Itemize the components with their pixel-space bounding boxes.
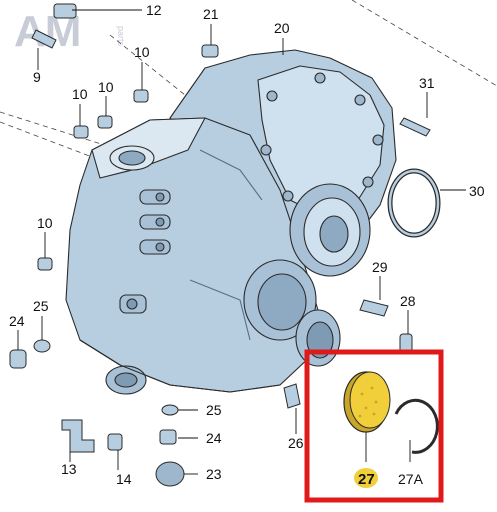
part-10-plug-b <box>97 115 113 129</box>
watermark-subtext: parts <box>116 26 126 47</box>
callout-13: 13 <box>61 461 77 477</box>
part-26-sensor <box>283 383 301 409</box>
callout-23: 23 <box>206 466 222 482</box>
part-10-plug-d <box>37 257 53 271</box>
callout-24-upper: 24 <box>9 313 25 329</box>
transmission-housing <box>65 49 397 395</box>
callout-31: 31 <box>419 75 435 91</box>
part-23-cap <box>155 461 185 487</box>
callout-21: 21 <box>203 6 219 22</box>
highlight-frame <box>304 349 444 503</box>
part-27-cover-cap <box>343 371 391 433</box>
part-31-bolt <box>399 117 431 137</box>
part-13-fitting <box>61 419 95 453</box>
part-24-plug-lower <box>159 429 177 445</box>
guide-lines <box>0 0 497 161</box>
callout-27a: 27A <box>398 471 424 487</box>
part-27a-circlip <box>394 398 439 454</box>
callout-28: 28 <box>400 293 416 309</box>
part-29-sensor <box>359 299 389 317</box>
callout-24-lower: 24 <box>206 430 222 446</box>
callout-labels: 12 21 20 9 10 10 10 10 31 30 29 28 25 24… <box>9 2 485 487</box>
callout-12: 12 <box>146 2 162 18</box>
part-21-plug <box>201 44 219 58</box>
callout-30: 30 <box>469 183 485 199</box>
callout-26: 26 <box>288 435 304 451</box>
part-12-plug <box>53 3 77 19</box>
callout-9: 9 <box>33 69 41 85</box>
callout-20: 20 <box>274 20 290 36</box>
callout-27: 27 <box>358 471 375 488</box>
part-25-seal-upper <box>33 339 51 353</box>
callout-25-lower: 25 <box>206 402 222 418</box>
part-9-bolt <box>31 29 57 49</box>
part-25-seal-lower <box>161 404 179 416</box>
callout-10-d: 10 <box>37 215 53 231</box>
callout-10-b: 10 <box>98 79 114 95</box>
part-10-plug-a <box>133 89 149 103</box>
callout-29: 29 <box>372 259 388 275</box>
callout-25-upper: 25 <box>33 298 49 314</box>
small-parts <box>9 3 441 487</box>
part-10-plug-c <box>73 125 89 139</box>
leader-lines <box>17 9 466 475</box>
callout-10-c: 10 <box>72 86 88 102</box>
part-14-bolt <box>107 433 123 451</box>
callout-27-badge <box>354 468 378 488</box>
part-24-plug-upper <box>9 349 27 369</box>
callout-10-a: 10 <box>134 44 150 60</box>
highlight-box: 27 27A <box>304 349 444 503</box>
callout-14: 14 <box>116 471 132 487</box>
